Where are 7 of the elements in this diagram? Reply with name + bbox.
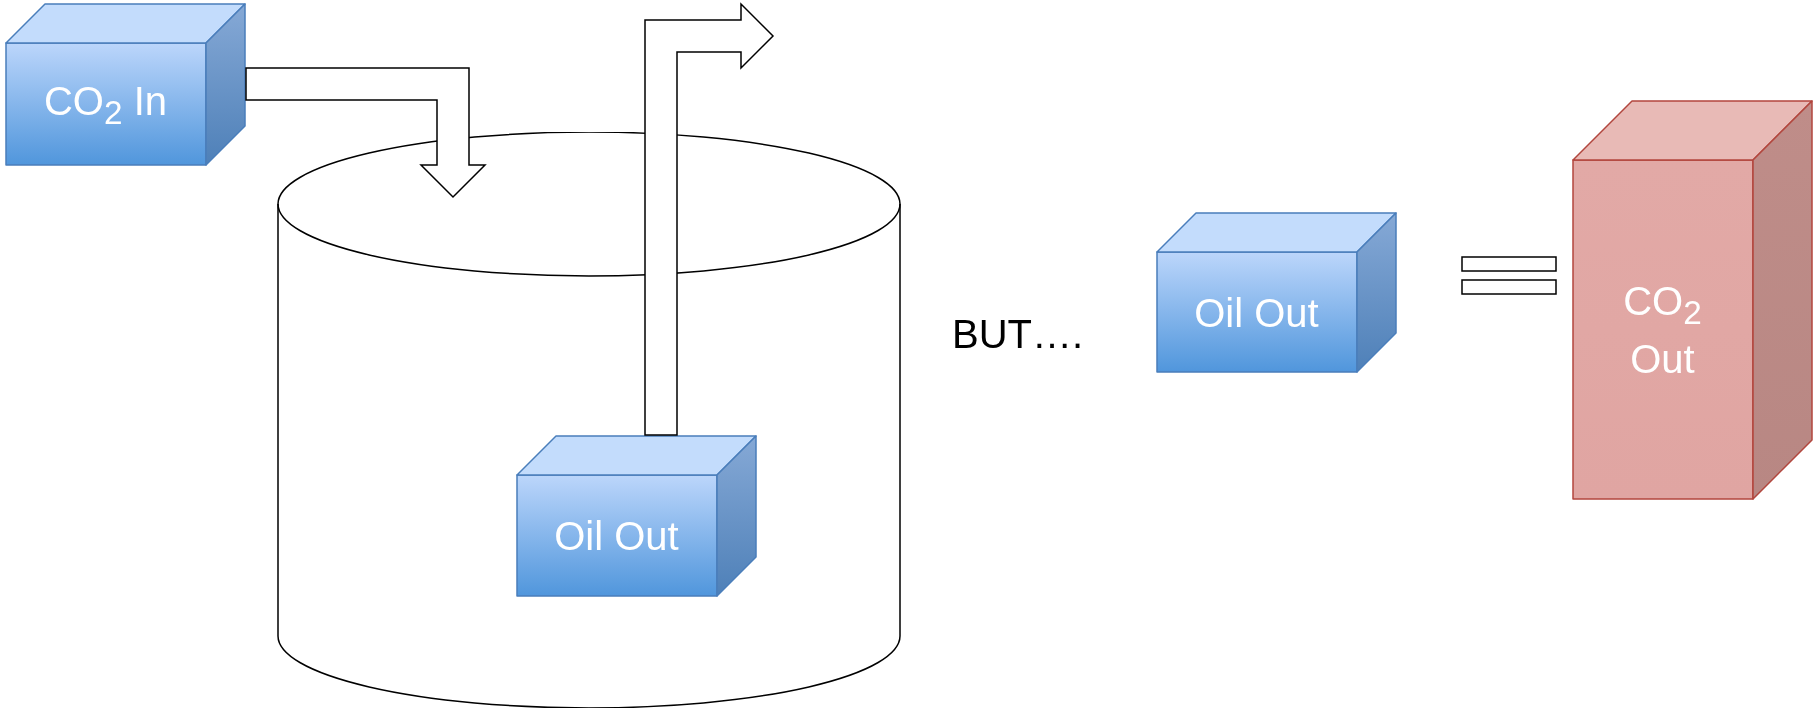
node-label: Oil Out [554, 513, 679, 560]
note-text: BUT…. [952, 312, 1084, 357]
block-arrow [644, 2, 775, 436]
node-label: Oil Out [1194, 289, 1319, 337]
node-label: CO$_{2}$ Out [1622, 278, 1703, 383]
block-arrow [245, 67, 487, 199]
node-label: CO$_{2}$ In [44, 77, 167, 133]
